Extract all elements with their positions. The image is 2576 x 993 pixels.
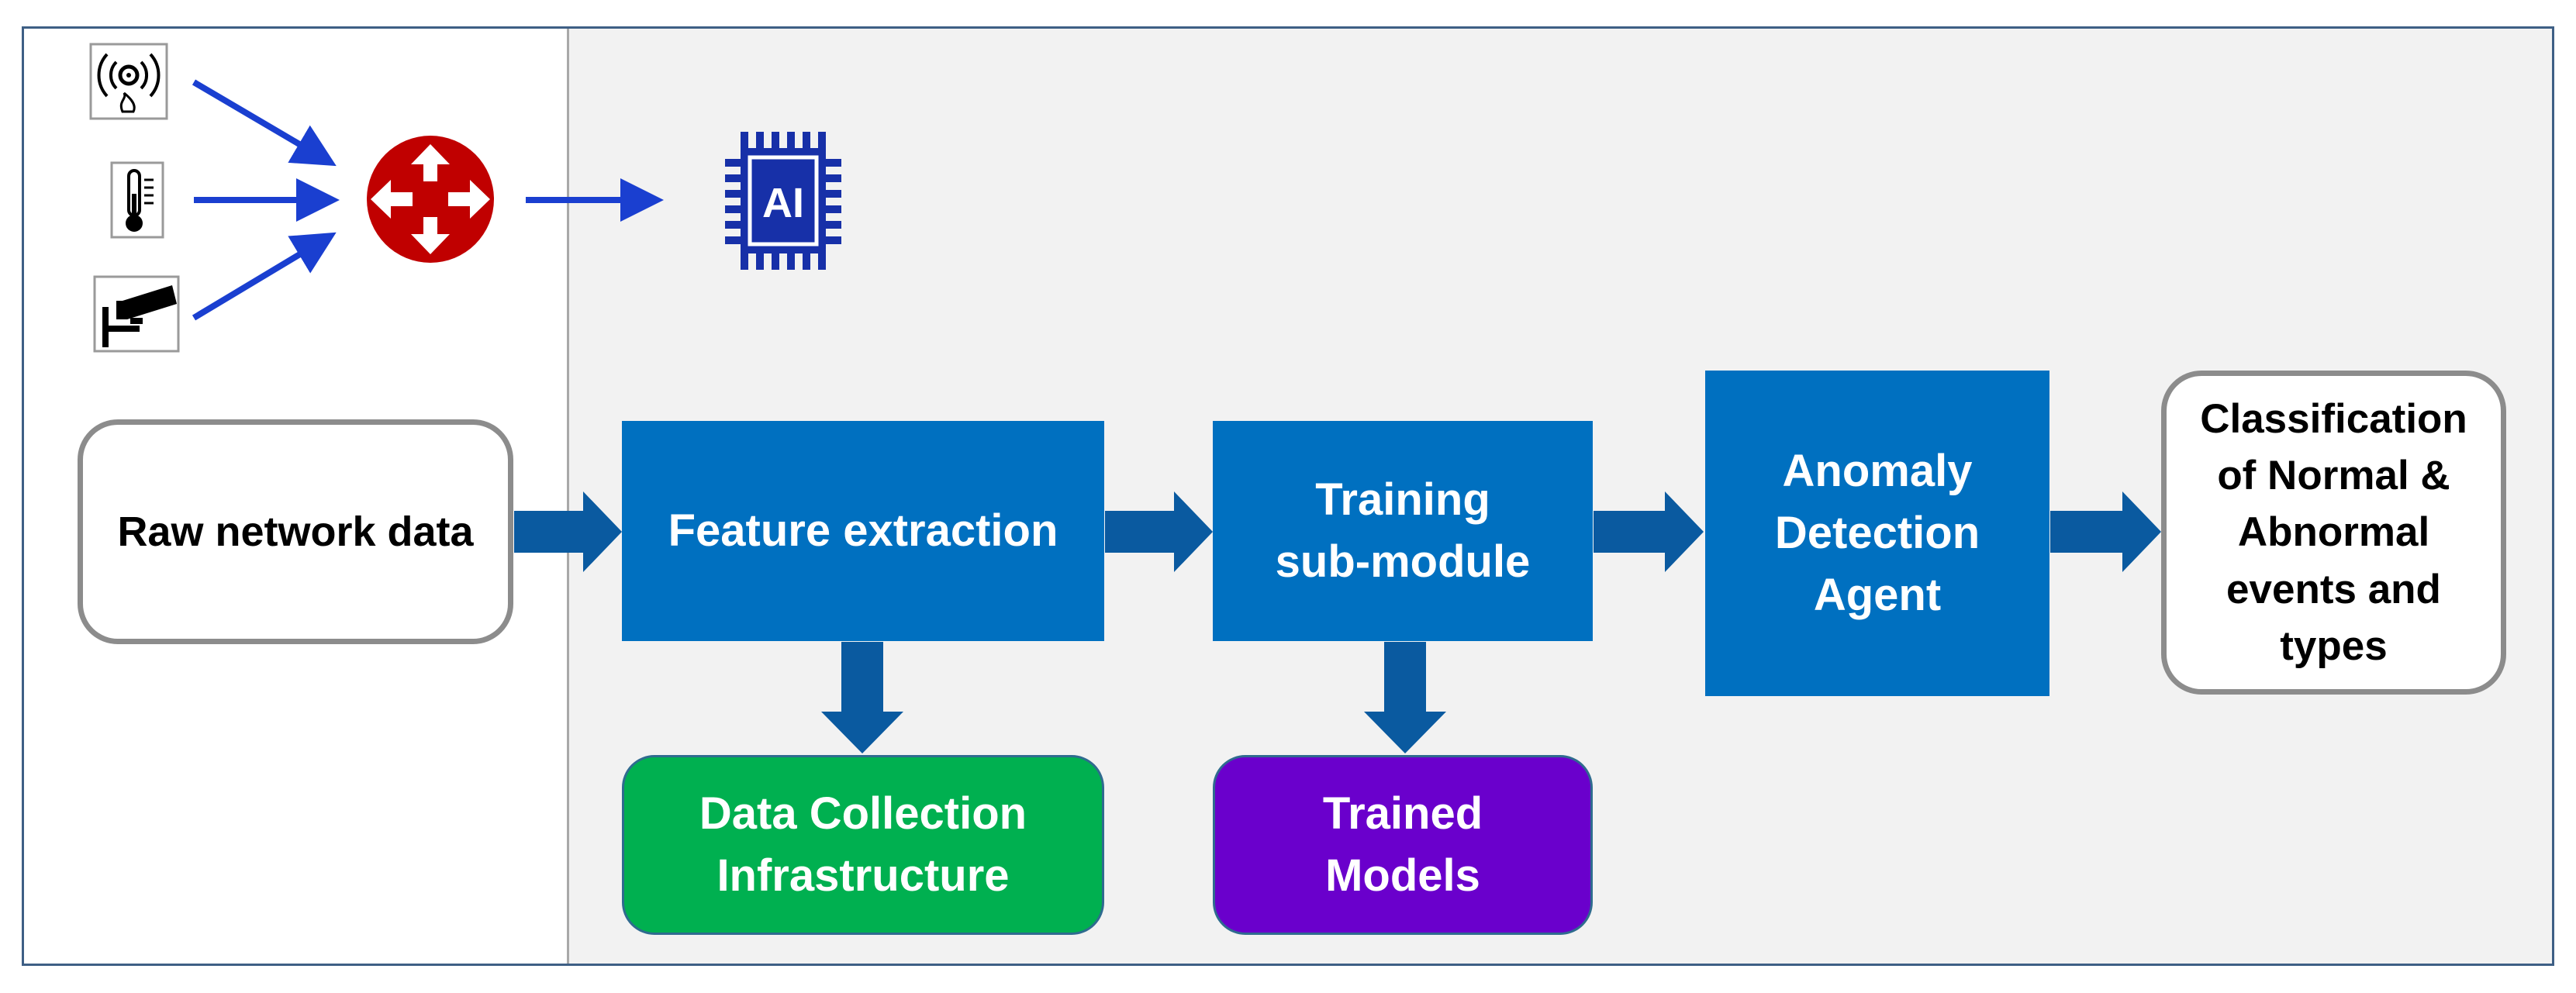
data-collection-box: Data Collection Infrastructure: [622, 755, 1104, 935]
arrow-training-to-anomaly: [1594, 491, 1704, 572]
arrow-anomaly-to-classification: [2050, 491, 2161, 572]
arrow-feature-to-datacollection: [821, 642, 903, 753]
anomaly-detection-agent-box: Anomaly Detection Agent: [1705, 371, 2049, 696]
raw-network-data-box: Raw network data: [78, 419, 513, 644]
training-submodule-box: Training sub-module: [1213, 421, 1593, 641]
security-camera-icon: [93, 275, 180, 353]
anomaly-detection-agent-label: Anomaly Detection Agent: [1774, 445, 1980, 621]
feature-extraction-label: Feature extraction: [668, 505, 1058, 556]
data-collection-label: Data Collection Infrastructure: [699, 788, 1027, 901]
feature-extraction-box: Feature extraction: [622, 421, 1104, 641]
thermometer-icon: [110, 161, 164, 239]
arrow-training-to-trainedmodels: [1364, 642, 1446, 753]
smoke-detector-icon: [89, 43, 168, 120]
trained-models-label: Trained Models: [1322, 788, 1483, 901]
arrow-feature-to-training: [1105, 491, 1213, 572]
flow-arrows: [514, 491, 2161, 753]
classification-label: Classification of Normal & Abnormal even…: [2200, 396, 2467, 669]
training-submodule-label: Training sub-module: [1275, 474, 1531, 587]
router-icon: [367, 136, 494, 263]
trained-models-box: Trained Models: [1213, 755, 1593, 935]
raw-network-data-label: Raw network data: [117, 508, 474, 555]
ai-chip-icon: AI: [725, 132, 841, 270]
classification-box: Classification of Normal & Abnormal even…: [2161, 371, 2506, 695]
chip-label: AI: [762, 180, 804, 226]
arrow-raw-to-feature: [514, 491, 622, 572]
sensor-arrows: [192, 79, 340, 321]
